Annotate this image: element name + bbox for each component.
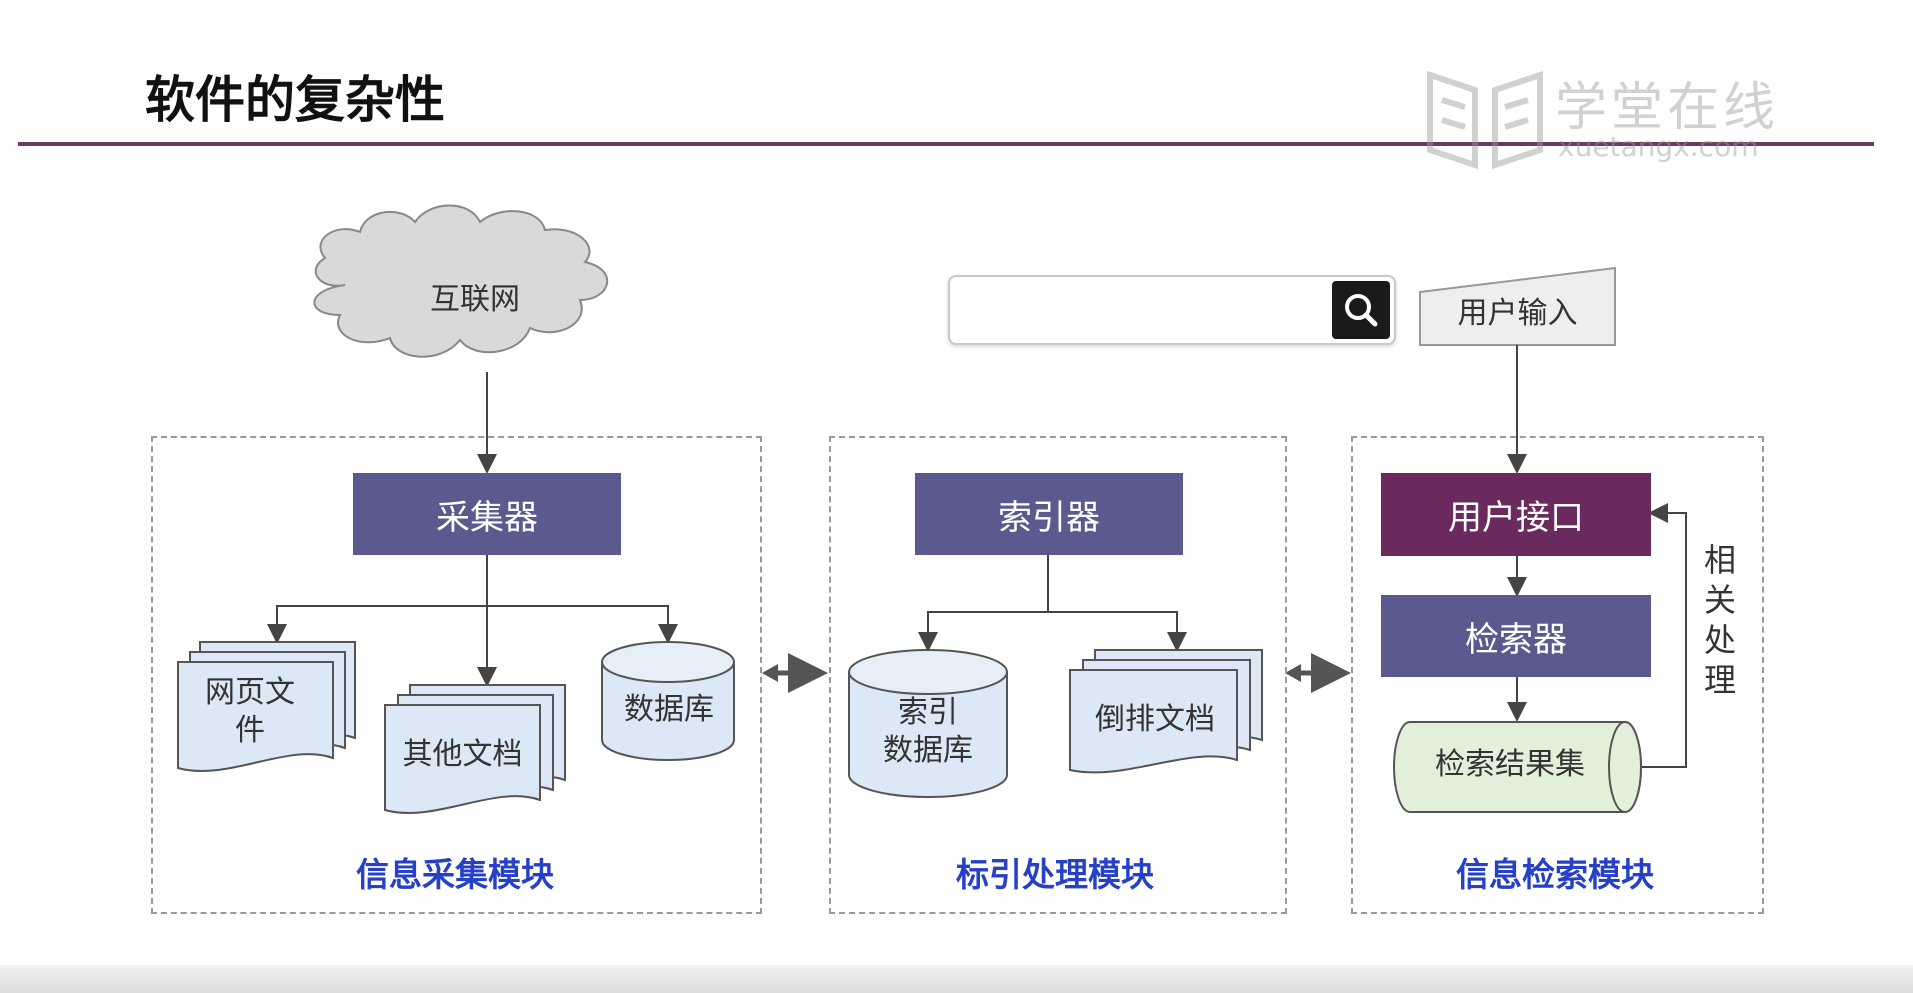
- user-interface-block: 用户接口: [1381, 473, 1651, 556]
- retriever-block: 检索器: [1381, 595, 1651, 677]
- logo-cn-text: 学堂在线: [1555, 78, 1780, 138]
- xuetang-logo: 学堂在线 xuetangx.com: [1420, 65, 1820, 180]
- index-db-cylinder: [848, 649, 1008, 798]
- result-set-label: 检索结果集: [1435, 747, 1585, 782]
- indexer-block: 索引器: [915, 473, 1183, 555]
- index-module-label: 标引处理模块: [956, 855, 1154, 894]
- search-bar-illustration: [948, 275, 1396, 345]
- result-set-cylinder: [1393, 721, 1642, 813]
- webpage-docs-stack: [177, 641, 356, 773]
- other-docs-label: 其他文档: [402, 737, 523, 772]
- retrieve-module-label: 信息检索模块: [1456, 855, 1654, 894]
- webpage-docs-label: 网页文件: [205, 675, 295, 748]
- index-db-label: 索引数据库: [883, 695, 973, 768]
- internet-label: 互联网: [430, 282, 520, 317]
- inverted-docs-label: 倒排文档: [1095, 702, 1215, 737]
- collect-module-label: 信息采集模块: [356, 855, 554, 894]
- logo-en-text: xuetangx.com: [1558, 130, 1759, 163]
- database-cylinder: [601, 641, 735, 761]
- index-module-frame: [829, 436, 1287, 914]
- collect-module-frame: [151, 436, 762, 914]
- search-icon: [1332, 281, 1390, 339]
- retrieve-module-frame: [1351, 436, 1764, 914]
- other-docs-stack: [384, 684, 566, 815]
- relevance-label: 相关处理: [1703, 541, 1736, 699]
- book-logo-icon: [1427, 70, 1543, 170]
- slide-title: 软件的复杂性: [145, 71, 445, 129]
- internet-cloud: [313, 204, 608, 358]
- collector-block: 采集器: [353, 473, 621, 555]
- user-input-label: 用户输入: [1457, 296, 1578, 331]
- video-bottom-bar: [0, 965, 1913, 993]
- title-divider: [18, 142, 1874, 146]
- database-label: 数据库: [624, 692, 714, 727]
- inverted-docs-stack: [1069, 649, 1263, 774]
